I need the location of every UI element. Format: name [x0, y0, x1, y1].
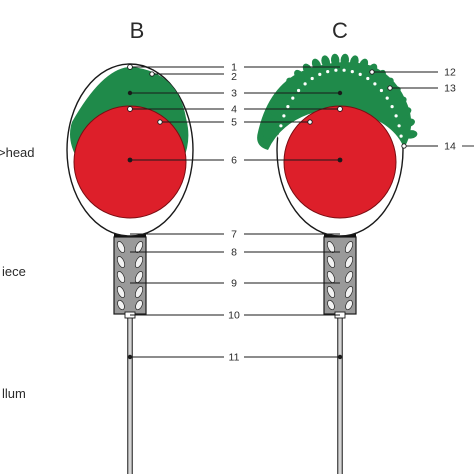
dot-14	[401, 143, 407, 149]
vesicle-pore	[303, 82, 307, 86]
dot-2	[149, 71, 155, 77]
callout-5: 5	[231, 117, 237, 129]
dot-5	[157, 119, 163, 125]
vesicle-pore	[350, 70, 354, 74]
acrosomal-vesicle	[375, 69, 386, 82]
acrosomal-vesicle	[311, 58, 322, 72]
side-label-midpiece: iece	[2, 264, 26, 279]
dot-12	[369, 69, 375, 75]
callout-9: 9	[231, 278, 237, 290]
vesicle-pore	[277, 134, 281, 138]
callout-2: 2	[231, 71, 237, 83]
dot-6	[127, 157, 133, 163]
sperm-c	[257, 53, 418, 474]
acrosomal-vesicle	[398, 107, 412, 117]
vesicle-pore	[373, 82, 377, 86]
vesicle-pore	[397, 124, 401, 128]
vesicle-pore	[379, 88, 383, 93]
dot-4-c	[337, 106, 343, 112]
callout-numbers: 1 2 3 4 5 6 7 8 9 10 11 12 13 14	[228, 62, 456, 364]
callout-3: 3	[231, 88, 237, 100]
callout-8: 8	[231, 247, 237, 259]
vesicle-pore	[286, 105, 290, 109]
vesicle-pore	[358, 72, 362, 76]
acrosome-b	[70, 66, 189, 160]
acrosomal-vesicle	[330, 53, 340, 67]
sperm-b	[66, 63, 194, 474]
acrosomal-vesicle	[402, 118, 415, 128]
vesicle-pore	[282, 114, 286, 118]
dot-6-c	[337, 157, 343, 163]
callout-11: 11	[229, 352, 240, 364]
callout-12: 12	[444, 67, 456, 79]
vesicle-pore	[366, 76, 370, 81]
vesicle-pore	[326, 70, 330, 74]
dot-3	[127, 90, 133, 96]
vesicle-pore	[394, 114, 398, 118]
acrosomal-vesicle	[294, 69, 305, 82]
callout-7: 7	[231, 229, 237, 241]
callout-10: 10	[228, 310, 240, 322]
mitochondria-b	[116, 241, 144, 311]
acrosomal-vesicle	[340, 53, 350, 67]
side-label-head: >head	[0, 145, 35, 160]
vesicle-pore	[297, 88, 301, 93]
acrosomal-vesicle	[265, 118, 278, 128]
callout-1: 1	[231, 62, 237, 74]
callout-14: 14	[444, 141, 456, 153]
acrosomal-vesicle	[279, 86, 292, 97]
acrosomal-vesicle	[321, 55, 331, 69]
vesicle-pore	[291, 96, 295, 100]
dot-13	[387, 85, 393, 91]
acrosomal-vesicle	[394, 96, 407, 106]
acrosomal-vesicle	[404, 130, 418, 139]
vesicle-pore	[399, 134, 403, 138]
side-label-flagellum: llum	[2, 386, 26, 401]
panel-label-b: B	[130, 18, 145, 43]
vesicle-pore	[342, 68, 346, 72]
callout-dots	[127, 64, 407, 360]
dot-3-c	[337, 90, 343, 96]
vesicle-pore	[385, 96, 389, 100]
acrosomal-vesicle	[349, 55, 359, 69]
dot-11-c	[337, 354, 343, 360]
acrosomal-vesicle	[358, 58, 369, 72]
vesicle-pore	[390, 105, 394, 109]
vesicle-pore	[334, 68, 338, 72]
callout-6: 6	[231, 155, 237, 167]
callout-lines	[130, 66, 474, 358]
vesicle-pore	[310, 76, 314, 81]
acrosomal-vesicle	[262, 130, 276, 139]
dot-11	[127, 354, 133, 360]
acrosomal-vesicle	[286, 77, 298, 89]
vesicle-pore	[318, 72, 322, 76]
callout-13: 13	[444, 83, 456, 95]
panel-label-c: C	[332, 18, 348, 43]
acrosomal-vesicle	[273, 96, 286, 106]
dot-4	[127, 106, 133, 112]
vesicle-pore	[279, 124, 283, 128]
dot-5-c	[307, 119, 313, 125]
dot-1	[127, 64, 133, 70]
callout-4: 4	[231, 104, 237, 116]
mitochondria-c	[326, 241, 354, 311]
